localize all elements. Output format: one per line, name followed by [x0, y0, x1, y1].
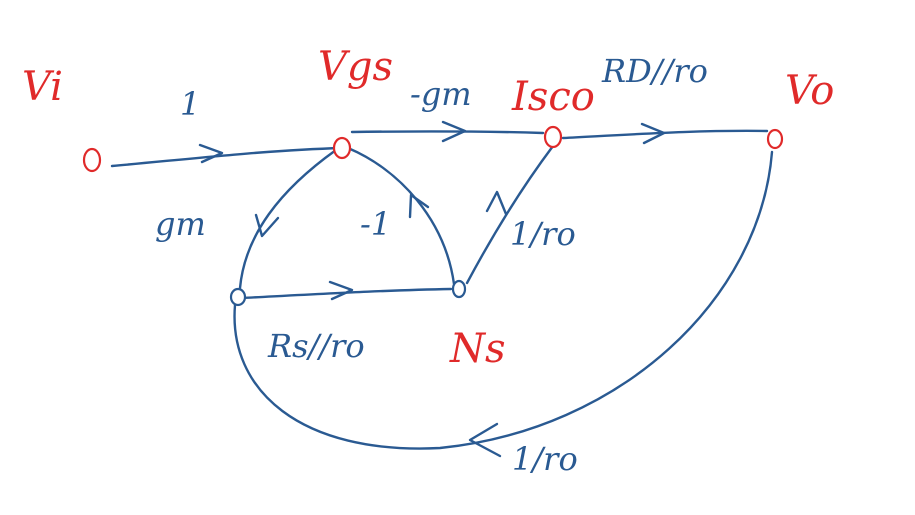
- edge-vo-to-source: [233, 150, 774, 450]
- gain-label-vo-to-source: 1/ro: [512, 440, 578, 478]
- gain-label-isco-to-vo: RD//ro: [601, 52, 708, 90]
- node-label-ns: Ns: [449, 326, 506, 372]
- node-isco-circle: [543, 125, 563, 149]
- arrowhead-ns-to-isco: [485, 190, 508, 216]
- node-label-isco: Isco: [511, 74, 595, 120]
- edge-isco-to-vo: [561, 129, 769, 140]
- edge-vgs-to-source: [238, 148, 338, 290]
- gain-label-ns-to-isco: 1/ro: [510, 215, 576, 253]
- gain-label-vgs-to-source: gm: [155, 205, 206, 243]
- node-ns-circle: [451, 279, 467, 299]
- arrowhead-ns-to-vgs: [408, 193, 430, 219]
- node-label-vo: Vo: [785, 68, 834, 114]
- node-label-vgs: Vgs: [318, 44, 393, 90]
- edge-vgs-to-isco: [350, 130, 545, 135]
- arrowhead-vgs-to-isco: [441, 120, 467, 143]
- arrowhead-isco-to-vo: [640, 122, 666, 145]
- node-label-vi: Vi: [22, 64, 63, 110]
- arrowhead-vi-to-vgs: [198, 143, 224, 164]
- arrowhead-vo-to-source: [468, 422, 502, 458]
- edge-source-to-ns: [240, 287, 453, 300]
- node-vgs-circle: [332, 136, 352, 160]
- gain-label-source-to-ns: Rs//ro: [267, 327, 365, 365]
- gain-label-vi-to-vgs: 1: [180, 85, 200, 123]
- node-source-circle: [229, 287, 247, 307]
- gain-label-ns-to-vgs: -1: [360, 205, 391, 243]
- gain-label-vgs-to-isco: -gm: [410, 75, 472, 113]
- node-vi-circle: [82, 147, 102, 173]
- node-vo-circle: [766, 128, 784, 150]
- edge-vi-to-vgs: [110, 146, 344, 168]
- arrowhead-vgs-to-source: [254, 213, 280, 238]
- arrowhead-source-to-ns: [328, 280, 354, 301]
